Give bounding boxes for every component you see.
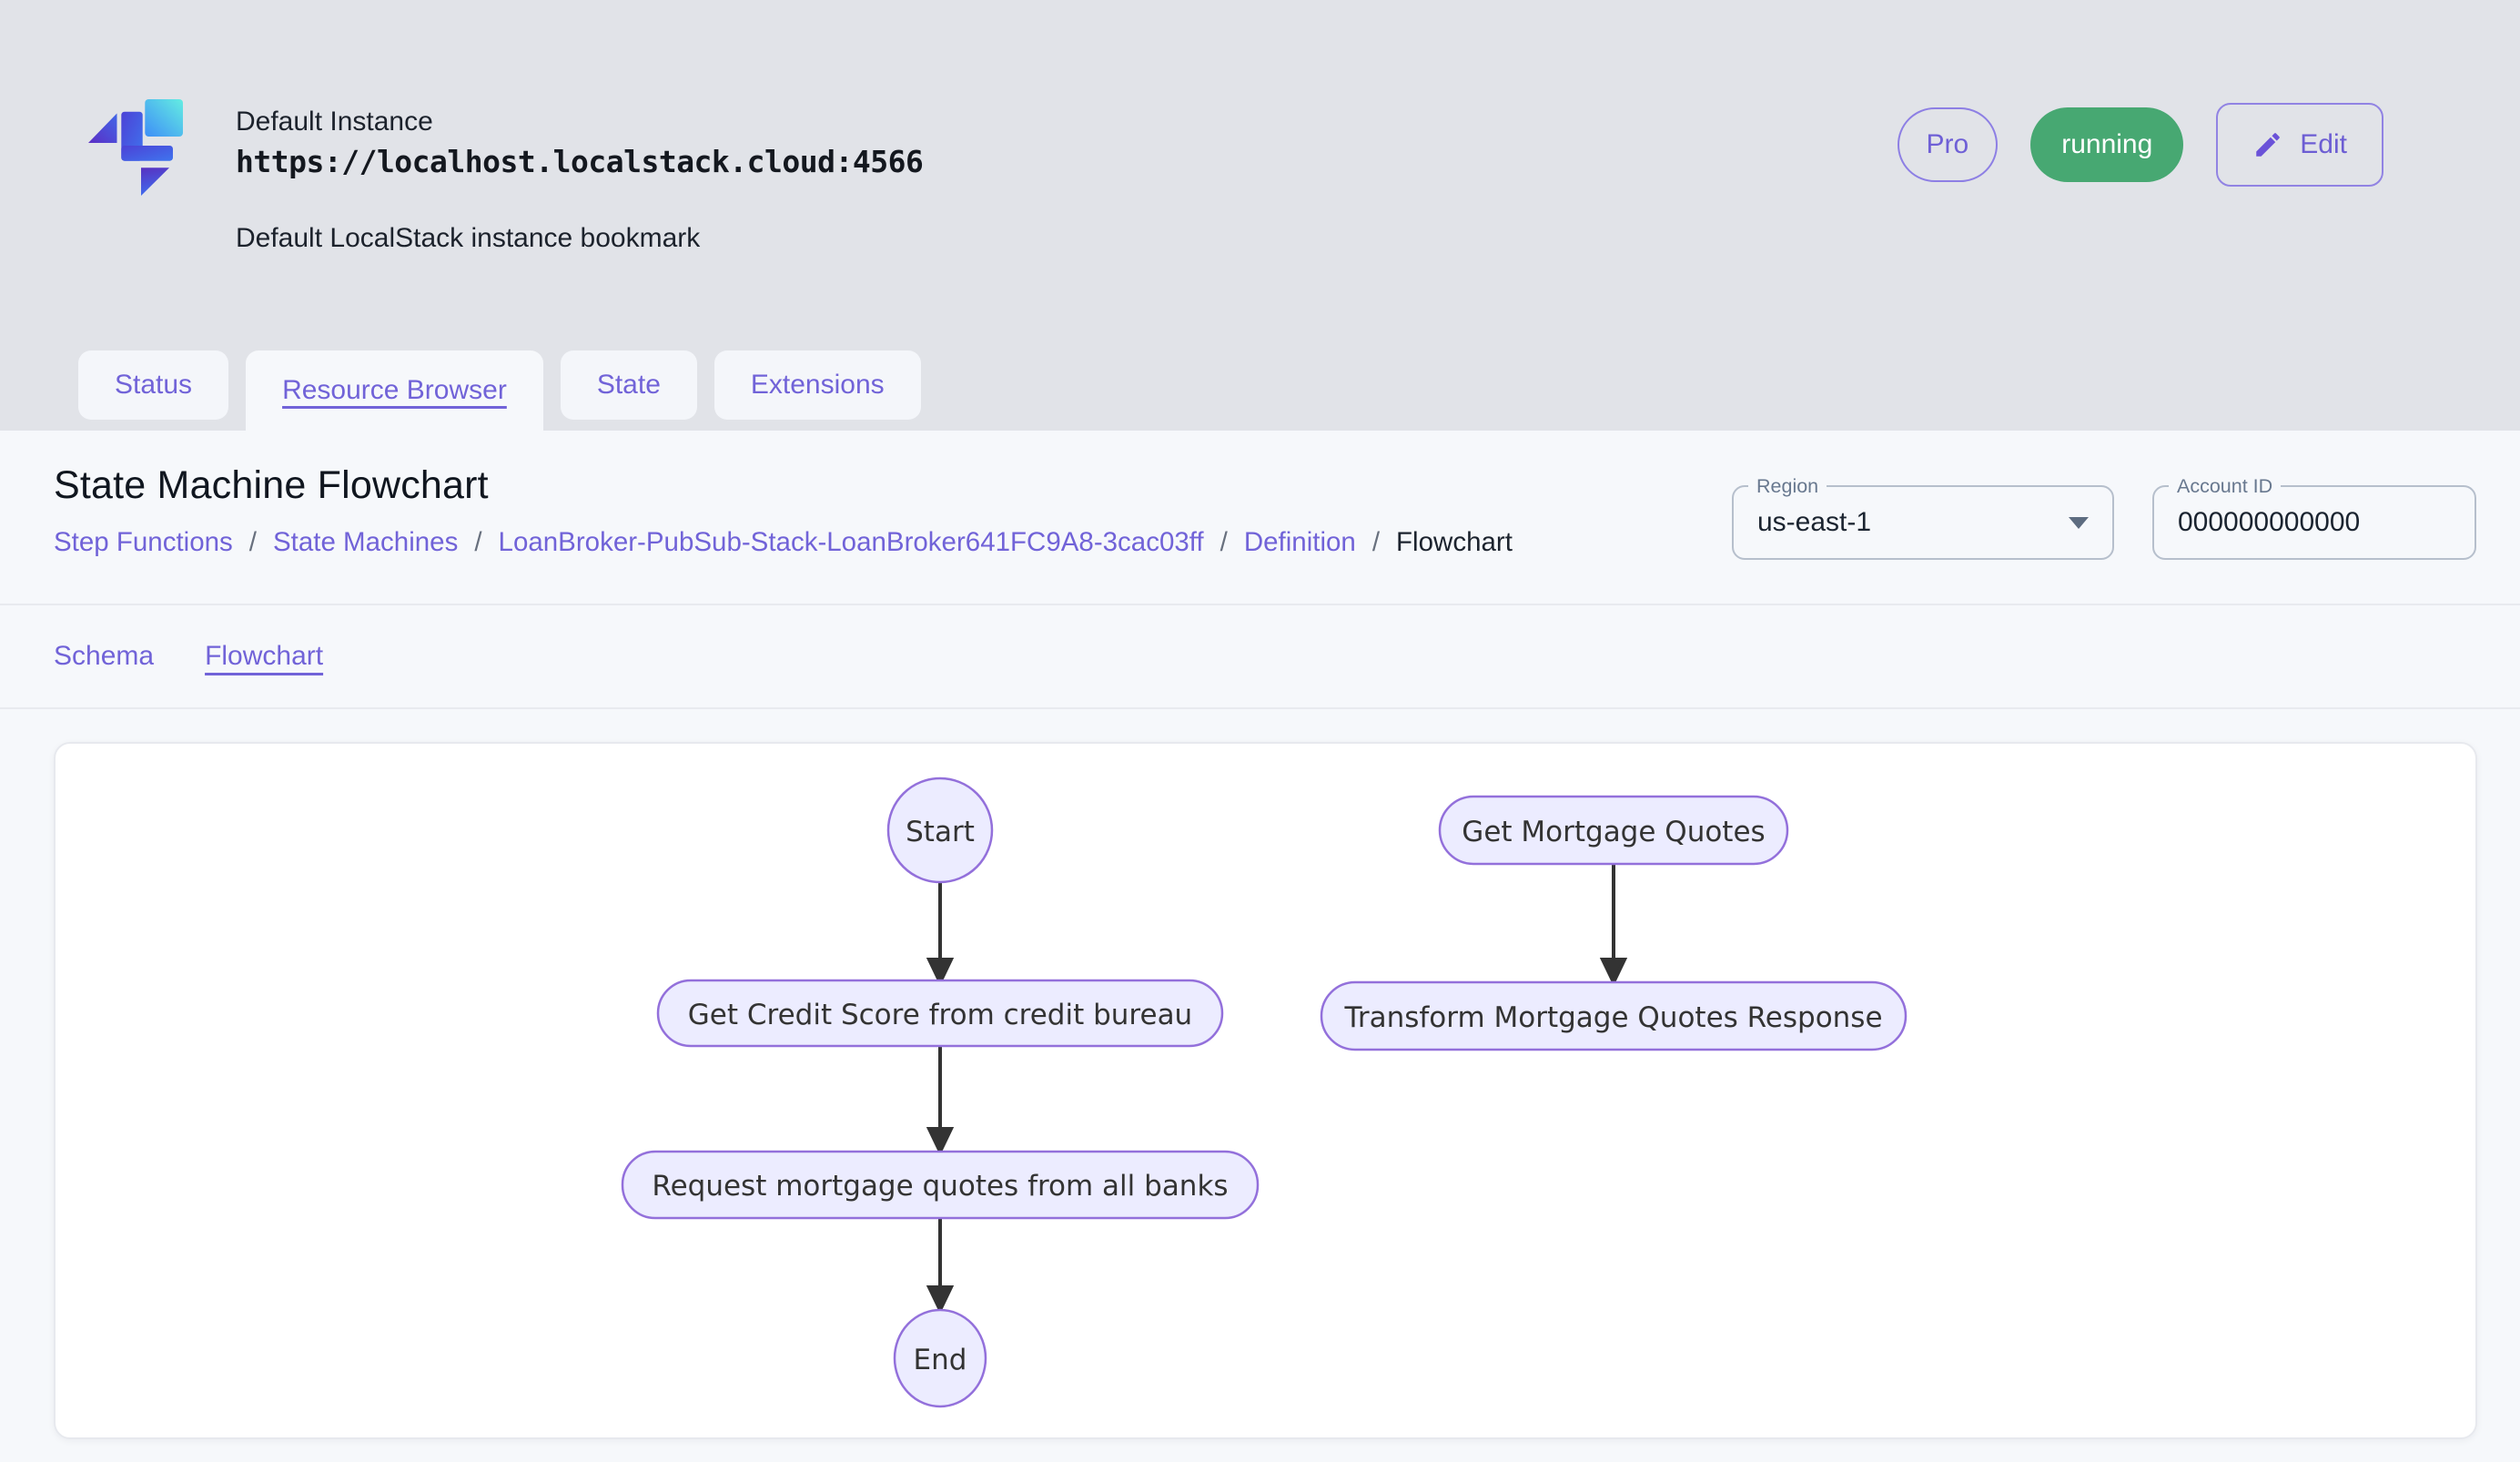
main-tabs: Status Resource Browser State Extensions	[78, 350, 921, 431]
arrowhead-icon	[926, 1285, 955, 1315]
breadcrumb-separator: /	[474, 527, 482, 557]
chevron-down-icon	[2069, 516, 2089, 529]
resource-browser-panel: State Machine Flowchart Step Functions /…	[0, 431, 2520, 1462]
region-select[interactable]: Region us-east-1	[1732, 474, 2114, 560]
pro-badge: Pro	[1897, 107, 1999, 182]
instance-description: Default LocalStack instance bookmark	[236, 223, 701, 253]
subtab-schema[interactable]: Schema	[54, 641, 155, 671]
header-actions: Pro running Edit	[1897, 102, 2383, 188]
account-id-label: Account ID	[2169, 474, 2282, 498]
node-get-credit-score-label: Get Credit Score from credit bureau	[688, 999, 1192, 1031]
state-machine-flowchart: Start Get Credit Score from credit burea…	[621, 777, 1908, 1408]
arrowhead-icon	[926, 958, 955, 987]
status-badge: running	[2030, 107, 2184, 182]
breadcrumb-state-machines[interactable]: State Machines	[272, 527, 459, 557]
node-end	[893, 1308, 987, 1408]
edit-button-label: Edit	[2300, 129, 2347, 159]
subtab-flowchart[interactable]: Flowchart	[205, 641, 324, 671]
pencil-icon	[2256, 133, 2281, 157]
node-get-credit-score	[656, 979, 1224, 1048]
context-fields: Region us-east-1 Account ID	[1732, 474, 2476, 560]
title-section: State Machine Flowchart Step Functions /…	[0, 431, 2520, 605]
instance-name: Default Instance	[236, 107, 433, 137]
flowchart-card: Start Get Credit Score from credit burea…	[54, 742, 2477, 1439]
tab-status[interactable]: Status	[78, 350, 229, 420]
node-end-label: End	[914, 1344, 967, 1376]
definition-subtabs: Schema Flowchart	[0, 605, 2520, 709]
node-start-label: Start	[906, 816, 975, 848]
breadcrumb-step-functions[interactable]: Step Functions	[54, 527, 233, 557]
node-request-quotes-label: Request mortgage quotes from all banks	[652, 1170, 1228, 1203]
node-get-mortgage-quotes	[1438, 795, 1789, 866]
node-transform-response	[1320, 980, 1908, 1051]
instance-url: https://localhost.localstack.cloud:4566	[236, 144, 924, 179]
instance-texts: Default Instance https://localhost.local…	[236, 99, 924, 254]
page-title: State Machine Flowchart	[54, 463, 489, 507]
arrowhead-icon	[1599, 958, 1628, 987]
region-select-value: us-east-1	[1757, 507, 1872, 537]
tab-extensions[interactable]: Extensions	[713, 350, 921, 420]
account-id-field: Account ID	[2152, 474, 2476, 560]
node-request-quotes	[621, 1150, 1260, 1220]
breadcrumb-state-machine-name[interactable]: LoanBroker-PubSub-Stack-LoanBroker641FC9…	[498, 527, 1204, 557]
account-id-input[interactable]	[2154, 487, 2474, 558]
breadcrumb: Step Functions / State Machines / LoanBr…	[54, 527, 1513, 558]
tab-state[interactable]: State	[560, 350, 697, 420]
node-transform-response-label: Transform Mortgage Quotes Response	[1343, 1001, 1882, 1034]
breadcrumb-separator: /	[1220, 527, 1228, 557]
tab-resource-browser[interactable]: Resource Browser	[246, 350, 543, 431]
breadcrumb-separator: /	[1371, 527, 1381, 557]
instance-header: Default Instance https://localhost.local…	[0, 0, 2520, 431]
arrowhead-icon	[926, 1127, 955, 1156]
breadcrumb-separator: /	[248, 527, 257, 557]
breadcrumb-definition[interactable]: Definition	[1243, 527, 1356, 557]
breadcrumb-current-flowchart: Flowchart	[1396, 527, 1513, 557]
node-get-mortgage-quotes-label: Get Mortgage Quotes	[1462, 816, 1765, 848]
edit-button[interactable]: Edit	[2216, 103, 2383, 187]
region-select-label: Region	[1748, 474, 1827, 498]
localstack-logo-icon	[88, 99, 183, 196]
node-start	[886, 777, 994, 884]
instance-summary: Default Instance https://localhost.local…	[88, 99, 924, 254]
